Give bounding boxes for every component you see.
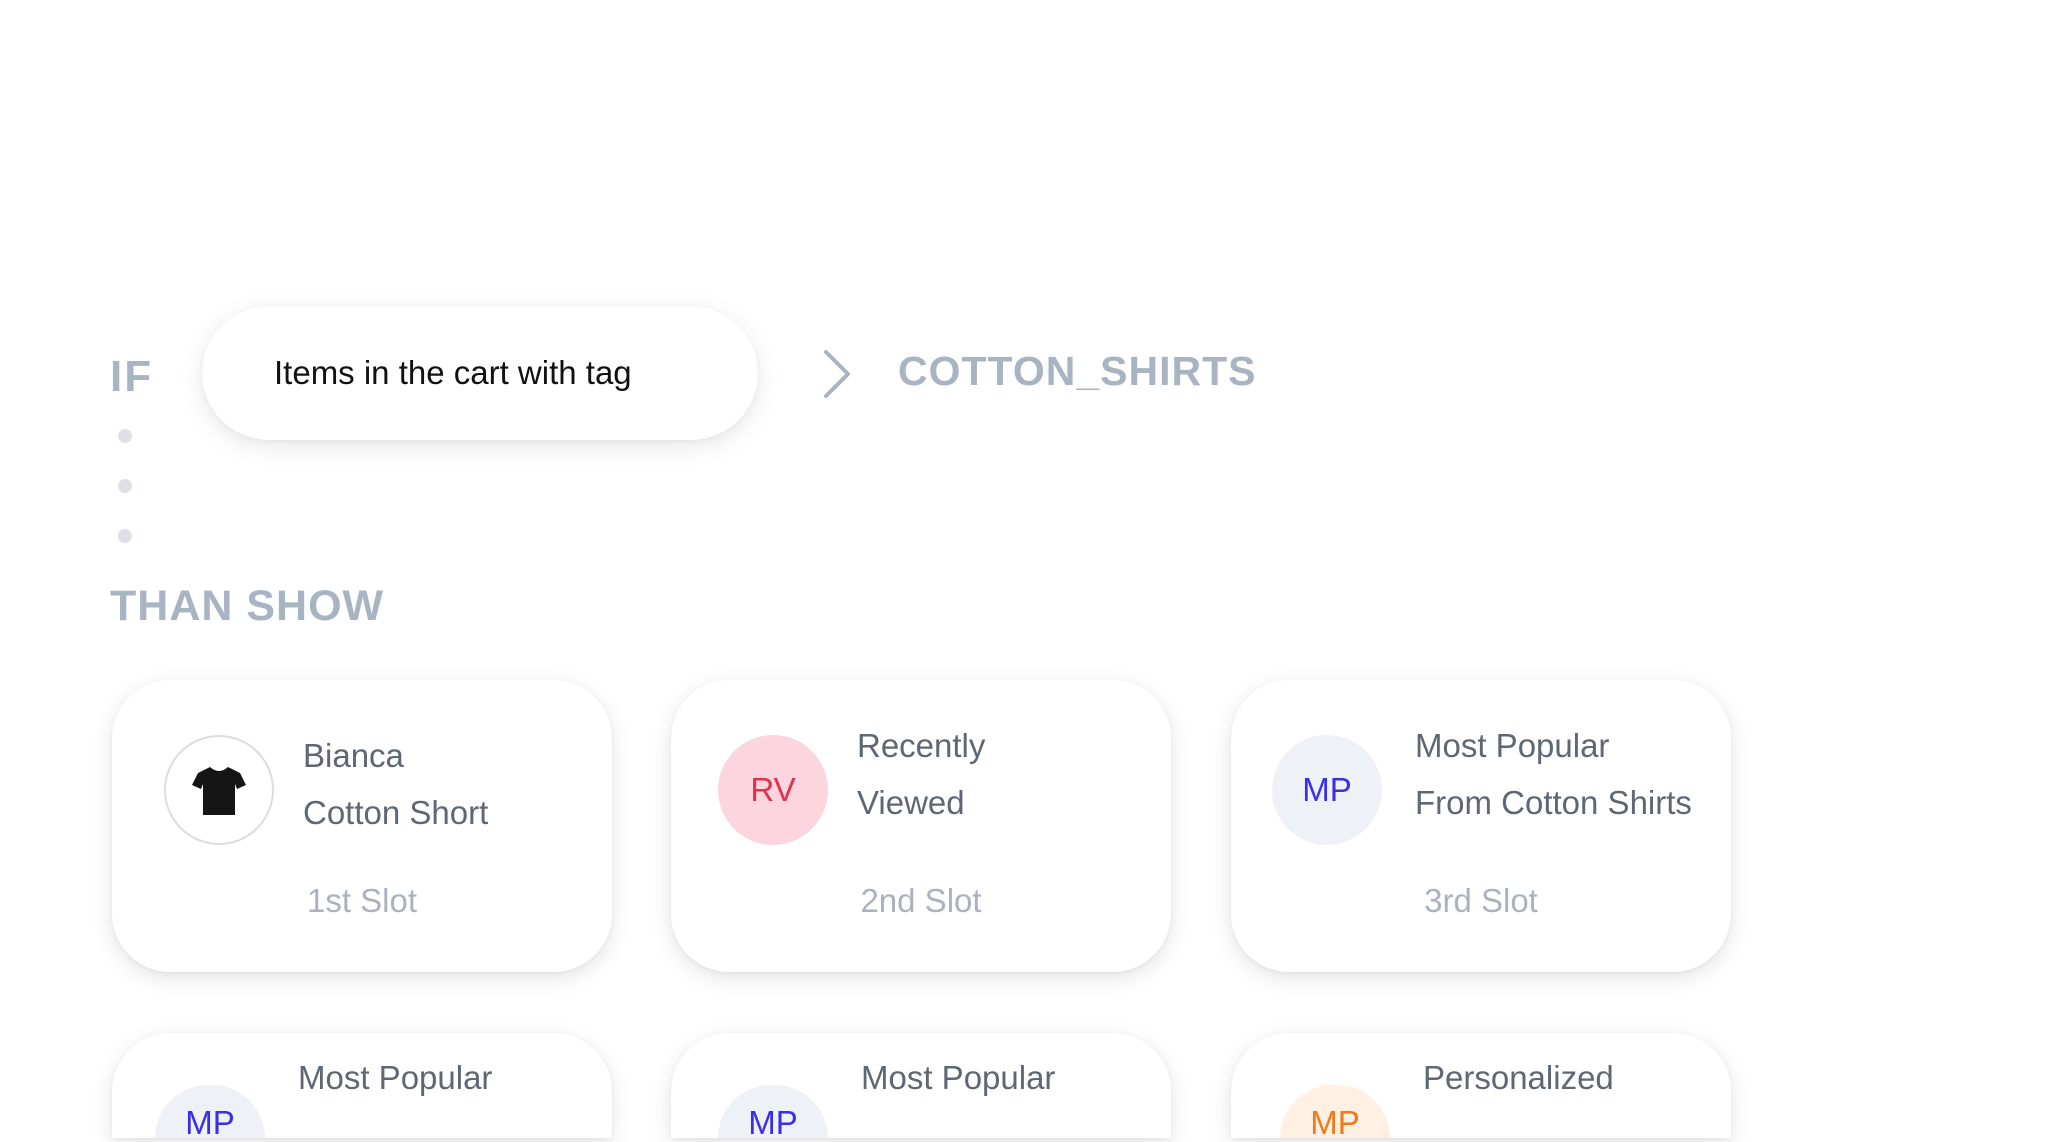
slot-card-2[interactable]: RV Recently Viewed 2nd Slot (671, 680, 1171, 972)
slot-title: Recently Viewed (857, 727, 986, 821)
slot-card-1[interactable]: Bianca Cotton Short 1st Slot (112, 680, 612, 972)
slot-title: Most Popular (861, 1059, 1056, 1096)
connector-dot (118, 429, 132, 443)
slot-title: Bianca Cotton Short (303, 737, 489, 831)
product-avatar (164, 735, 274, 845)
most-popular-avatar: MP (1272, 735, 1382, 845)
slot-card-6[interactable]: MP Personalized (1231, 1033, 1731, 1141)
personalized-avatar: MP (1280, 1085, 1390, 1141)
chevron-right-icon (824, 350, 850, 398)
slot-label: 3rd Slot (1424, 882, 1538, 919)
slot-card-5[interactable]: MP Most Popular (671, 1033, 1171, 1141)
slot-title: Most Popular From Cotton Shirts (1415, 727, 1692, 821)
most-popular-avatar: MP (155, 1085, 265, 1141)
tshirt-icon (192, 767, 246, 815)
slot-label: 2nd Slot (860, 882, 982, 919)
slot-title: Most Popular (298, 1059, 493, 1096)
if-label: IF (110, 352, 154, 401)
connector-dot (118, 479, 132, 493)
than-show-label: THAN SHOW (110, 582, 385, 630)
slot-card-4[interactable]: MP Most Popular (112, 1033, 612, 1141)
connector-dot (118, 529, 132, 543)
slot-title: Personalized (1423, 1059, 1614, 1096)
tag-value[interactable]: COTTON_SHIRTS (898, 348, 1257, 394)
condition-label: Items in the cart with tag (274, 354, 632, 391)
most-popular-avatar: MP (718, 1085, 828, 1141)
condition-selector[interactable]: Items in the cart with tag (202, 306, 758, 440)
slot-label: 1st Slot (306, 882, 418, 919)
slot-card-3[interactable]: MP Most Popular From Cotton Shirts 3rd S… (1231, 680, 1731, 972)
recently-viewed-avatar: RV (718, 735, 828, 845)
